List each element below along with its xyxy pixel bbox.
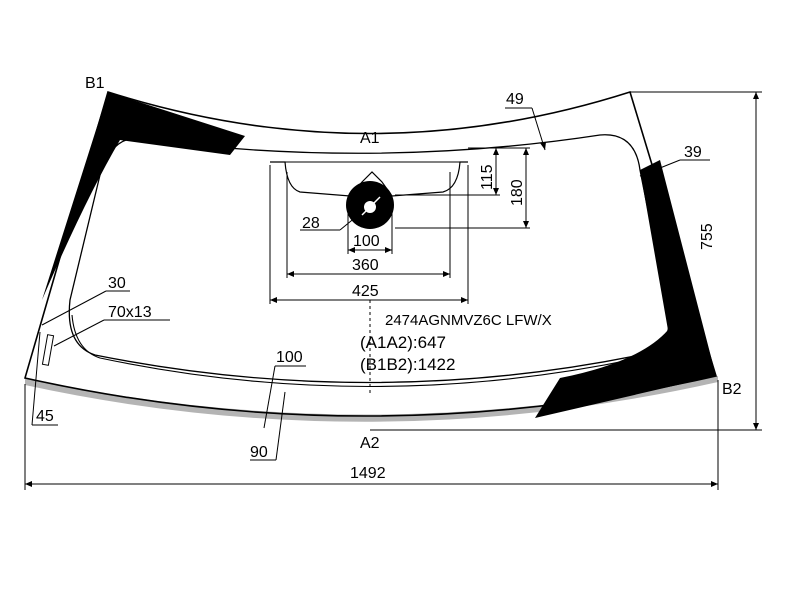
dim-49: 49 xyxy=(506,91,524,108)
frit-left xyxy=(42,92,245,300)
dim-360: 360 xyxy=(352,257,379,274)
sensor-area-outline xyxy=(270,161,468,197)
dim-115: 115 xyxy=(479,164,496,190)
dim-30: 30 xyxy=(108,275,126,292)
dim-755: 755 xyxy=(699,223,716,250)
arrowheads xyxy=(25,92,759,487)
dim-1492: 1492 xyxy=(350,465,386,482)
product-code: 2474AGNMVZ6C LFW/X xyxy=(385,312,552,329)
dim-70x13: 70x13 xyxy=(108,304,152,321)
dim-100-sensor: 100 xyxy=(353,233,380,250)
dim-425: 425 xyxy=(352,283,379,300)
glass-outline xyxy=(23,90,718,417)
dim-45: 45 xyxy=(36,408,54,425)
dim-90: 90 xyxy=(250,444,268,461)
dim-180: 180 xyxy=(509,179,526,206)
label-rect xyxy=(41,334,55,366)
dim-28: 28 xyxy=(302,215,320,232)
dim-39: 39 xyxy=(684,144,702,161)
spec-a1a2: (A1A2):647 xyxy=(360,333,446,352)
label-b1: B1 xyxy=(85,75,105,92)
dim-lines xyxy=(24,91,762,490)
spec-b1b2: (B1B2):1422 xyxy=(360,355,455,374)
label-b2: B2 xyxy=(722,381,742,398)
inner-outline xyxy=(68,134,670,384)
label-a1: A1 xyxy=(360,130,380,147)
label-a2: A2 xyxy=(360,435,380,452)
dim-100-bottom: 100 xyxy=(276,349,303,366)
